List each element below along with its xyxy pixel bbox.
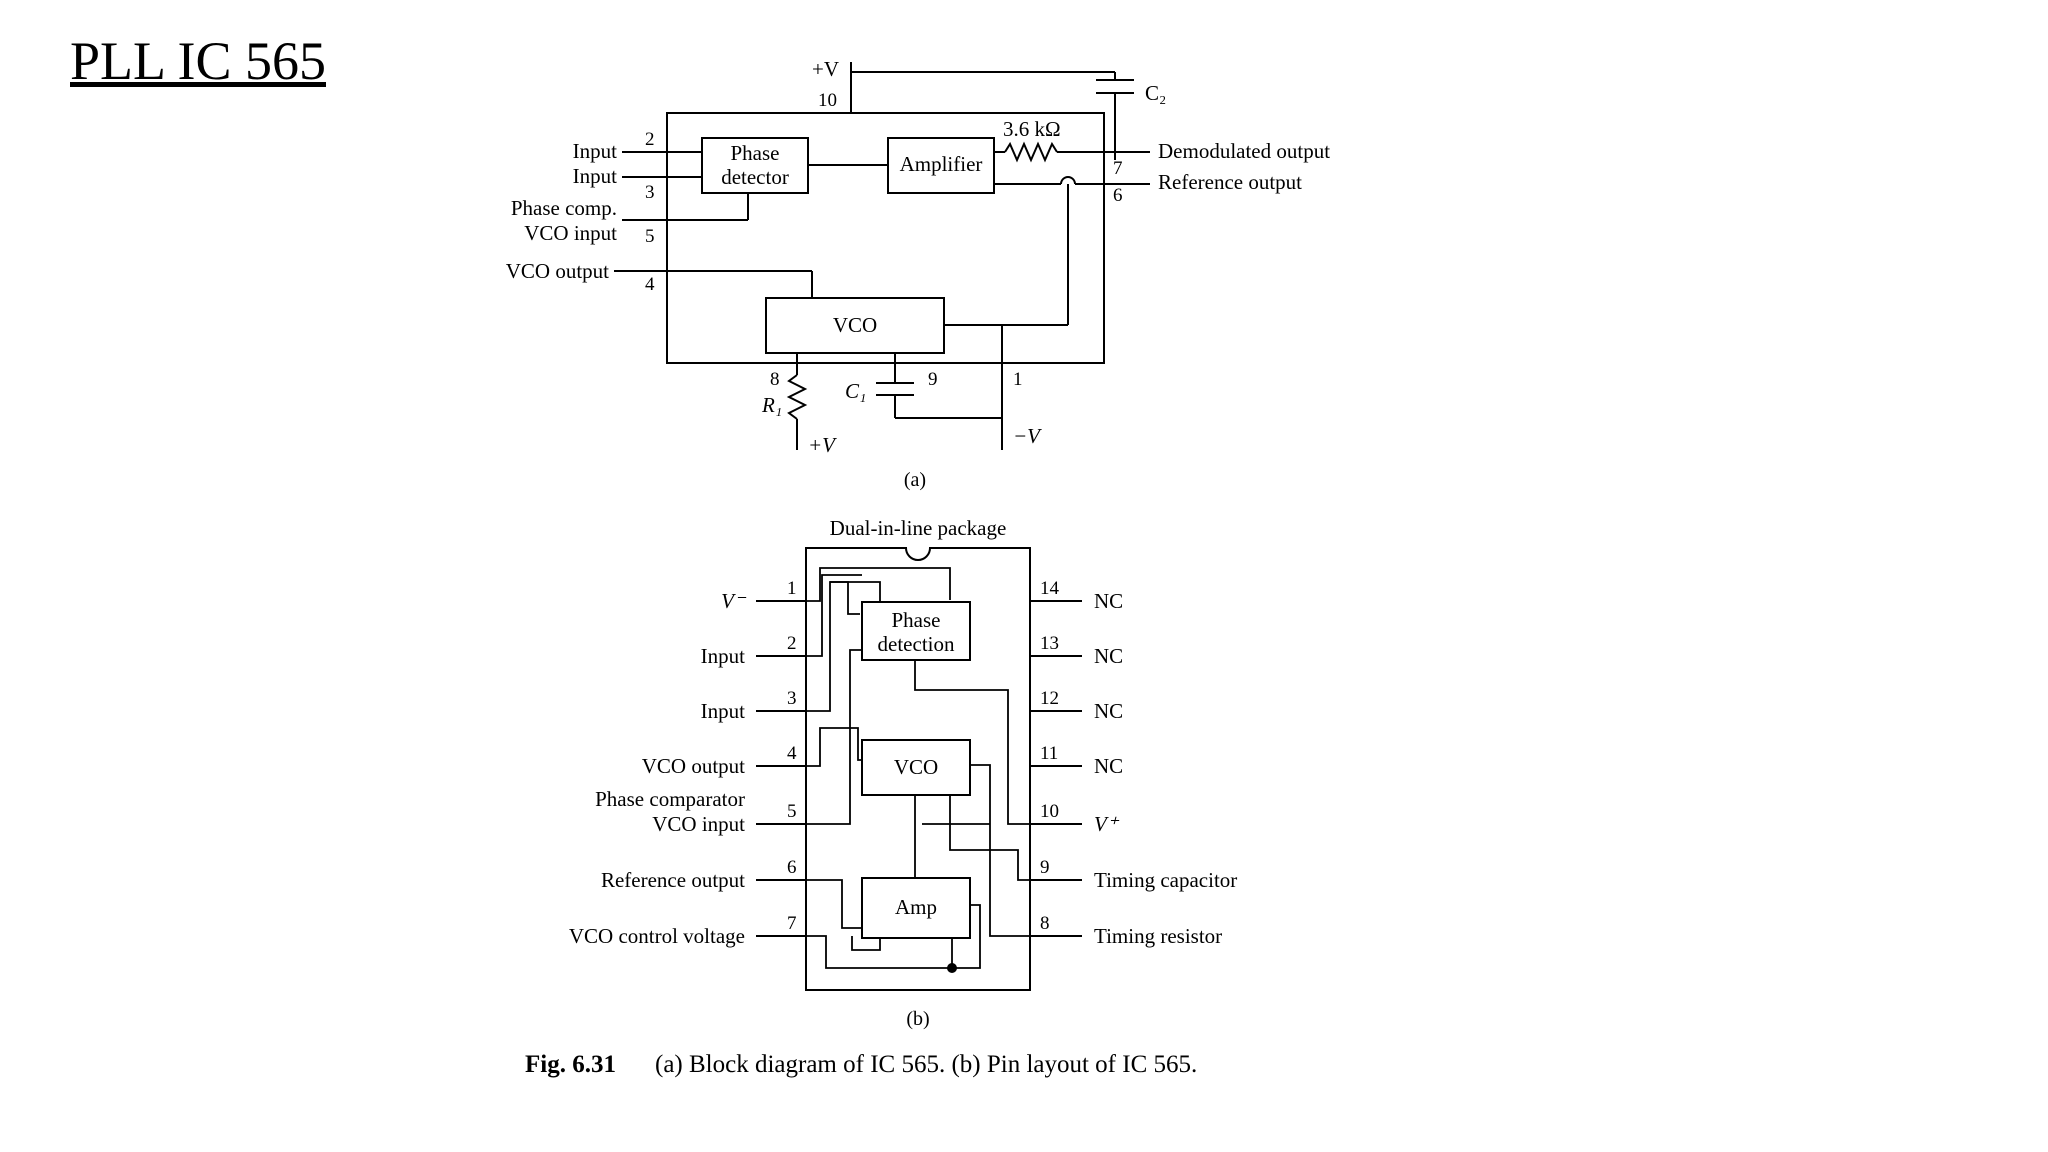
amp-block bbox=[861, 877, 971, 939]
package-title: Dual-in-line package bbox=[830, 516, 1007, 540]
pin-6: 6 bbox=[1113, 185, 1123, 206]
b-pin-9-label: Timing capacitor bbox=[1094, 868, 1237, 892]
resistor-label: 3.6 kΩ bbox=[1003, 117, 1061, 141]
figure-caption: (a) Block diagram of IC 565. (b) Pin lay… bbox=[655, 1051, 1197, 1078]
b-pin-7-label: VCO control voltage bbox=[569, 924, 745, 948]
left-pin-stubs bbox=[756, 600, 806, 937]
b-pin-11-label: NC bbox=[1094, 754, 1123, 778]
figure-number: Fig. 6.31 bbox=[525, 1051, 616, 1078]
phase-detection-block bbox=[861, 601, 971, 661]
b-pin-7-num: 7 bbox=[787, 913, 797, 934]
b-pin-14-label: NC bbox=[1094, 589, 1123, 613]
pin-10: 10 bbox=[818, 90, 837, 111]
b-pin-6-num: 6 bbox=[787, 857, 797, 878]
pin-8: 8 bbox=[770, 369, 780, 390]
b-pin-1-num: 1 bbox=[787, 578, 797, 599]
b-pin-14-num: 14 bbox=[1040, 578, 1060, 599]
b-pin-1-label: V⁻ bbox=[721, 589, 747, 613]
b-pin-3-num: 3 bbox=[787, 688, 797, 709]
phase-detector-line2: detector bbox=[721, 165, 789, 189]
b-pin-12-num: 12 bbox=[1040, 688, 1059, 709]
right-pin-stubs bbox=[1030, 600, 1082, 937]
phase-comp-label: Phase comp. bbox=[511, 196, 617, 220]
sublabel-a: (a) bbox=[904, 469, 926, 491]
pin-9: 9 bbox=[928, 369, 938, 390]
b-pin-5-num: 5 bbox=[787, 801, 797, 822]
b-pin-4-label: VCO output bbox=[642, 754, 745, 778]
b-pin-5-label: VCO input bbox=[652, 812, 745, 836]
slide-title: PLL IC 565 bbox=[70, 31, 326, 91]
b-pin-6-label: Reference output bbox=[601, 868, 745, 892]
supply-plus-v: +V bbox=[812, 57, 839, 81]
junction-dot bbox=[947, 963, 957, 973]
vco-block bbox=[765, 297, 945, 354]
pin-7: 7 bbox=[1113, 158, 1123, 179]
vco-input-label: VCO input bbox=[524, 221, 617, 245]
ic-outline bbox=[666, 112, 1105, 364]
pin-4: 4 bbox=[645, 274, 655, 295]
b-pin-12-label: NC bbox=[1094, 699, 1123, 723]
b-pin-4-num: 4 bbox=[787, 743, 797, 764]
b-pin-13-label: NC bbox=[1094, 644, 1123, 668]
pin-layout-b: Dual-in-line package 1 V⁻ 2 Input bbox=[569, 516, 1237, 1030]
reference-output-label: Reference output bbox=[1158, 170, 1302, 194]
vco-output-label: VCO output bbox=[506, 259, 609, 283]
sublabel-b: (b) bbox=[906, 1008, 929, 1030]
pin-5: 5 bbox=[645, 226, 655, 247]
c2-label: C₂ bbox=[1145, 81, 1166, 105]
b-pin-9-num: 9 bbox=[1040, 857, 1050, 878]
wire-crossover bbox=[1060, 176, 1076, 185]
internal-wiring bbox=[806, 567, 1030, 969]
resistor-r1-icon bbox=[786, 374, 808, 420]
bottom-plus-v: +V bbox=[808, 433, 837, 457]
vco-block-b bbox=[861, 739, 971, 796]
phase-detection-line1: Phase bbox=[892, 608, 941, 632]
b-pin-13-num: 13 bbox=[1040, 633, 1059, 654]
b-pin-3-label: Input bbox=[701, 699, 745, 723]
input-label-2: Input bbox=[573, 164, 617, 188]
demodulated-output-label: Demodulated output bbox=[1158, 139, 1330, 163]
phase-detection-line2: detection bbox=[878, 632, 955, 656]
pin-1: 1 bbox=[1013, 369, 1023, 390]
pin-3: 3 bbox=[645, 182, 655, 203]
phase-detector-line1: Phase bbox=[731, 141, 780, 165]
b-pin-2-label: Input bbox=[701, 644, 745, 668]
amplifier-block bbox=[887, 137, 995, 194]
pin-2: 2 bbox=[645, 129, 655, 150]
b-pin-8-num: 8 bbox=[1040, 913, 1050, 934]
b-pin-10-num: 10 bbox=[1040, 801, 1059, 822]
b-pin-5-label-top: Phase comparator bbox=[595, 787, 745, 811]
b-pin-11-num: 11 bbox=[1040, 743, 1058, 764]
resistor-icon bbox=[1004, 141, 1058, 163]
dip-package-outline bbox=[805, 547, 1031, 991]
vco-label: VCO bbox=[833, 313, 877, 337]
r1-label: R₁ bbox=[761, 393, 782, 417]
bottom-minus-v: −V bbox=[1013, 424, 1042, 448]
b-pin-10-label: V⁺ bbox=[1094, 812, 1120, 836]
vco-label-b: VCO bbox=[894, 755, 938, 779]
b-pin-8-label: Timing resistor bbox=[1094, 924, 1222, 948]
b-pin-2-num: 2 bbox=[787, 633, 797, 654]
input-label-1: Input bbox=[573, 139, 617, 163]
capacitor-c2-icon bbox=[1096, 79, 1134, 160]
block-diagram-a: +V 10 C₂ Phase detector Amplifier 3.6 kΩ… bbox=[506, 57, 1330, 491]
amp-label: Amp bbox=[895, 895, 937, 919]
c1-label: C₁ bbox=[845, 379, 866, 403]
amplifier-label: Amplifier bbox=[900, 152, 983, 176]
